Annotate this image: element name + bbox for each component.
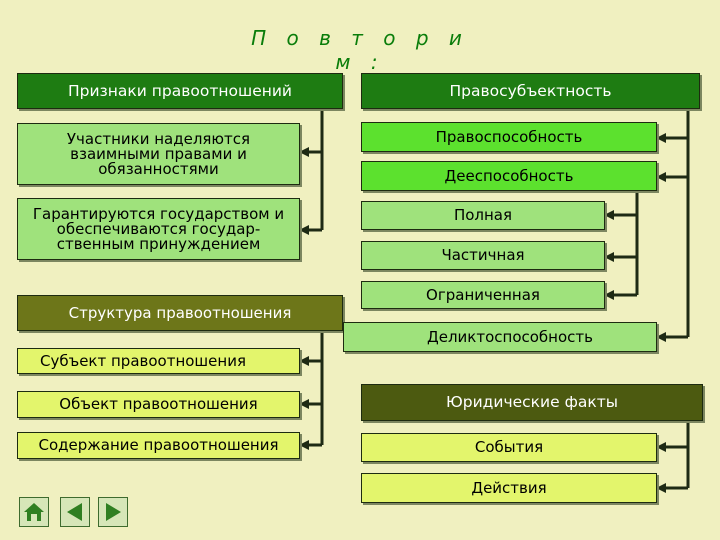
page-title: П о в т о р и м : [251,26,469,74]
features-header: Признаки правоотношений [17,73,343,109]
fact-actions: Действия [361,473,657,503]
structure-subject: Субъект правоотношения [17,348,300,374]
connector-ability-kinds [635,184,657,295]
forward-button[interactable] [98,497,128,527]
structure-object: Объект правоотношения [17,391,300,418]
home-button[interactable] [19,497,49,527]
ability-partial: Частичная [361,241,605,270]
facts-header: Юридические факты [361,384,703,421]
feature-state-guarantee: Гарантируются государством и обеспечиваю… [17,198,300,260]
arrow-right-icon [106,503,121,521]
structure-header: Структура правоотношения [17,295,343,331]
home-icon [24,503,44,521]
legal-ability: Дееспособность [361,161,657,191]
structure-content: Содержание правоотношения [17,432,300,459]
legal-capacity: Правоспособность [361,122,657,152]
connector-structure [320,314,343,445]
feature-rights-duties: Участники наделяются взаимными правами и… [17,123,300,185]
ability-full: Полная [361,201,605,230]
delict-capacity: Деликтоспособность [343,322,657,352]
back-button[interactable] [60,497,90,527]
personality-header: Правосубъектность [361,73,700,109]
connector-features [320,89,343,230]
fact-events: События [361,433,657,462]
arrow-left-icon [67,503,82,521]
connector-personality [686,89,700,337]
ability-limited: Ограниченная [361,281,605,309]
